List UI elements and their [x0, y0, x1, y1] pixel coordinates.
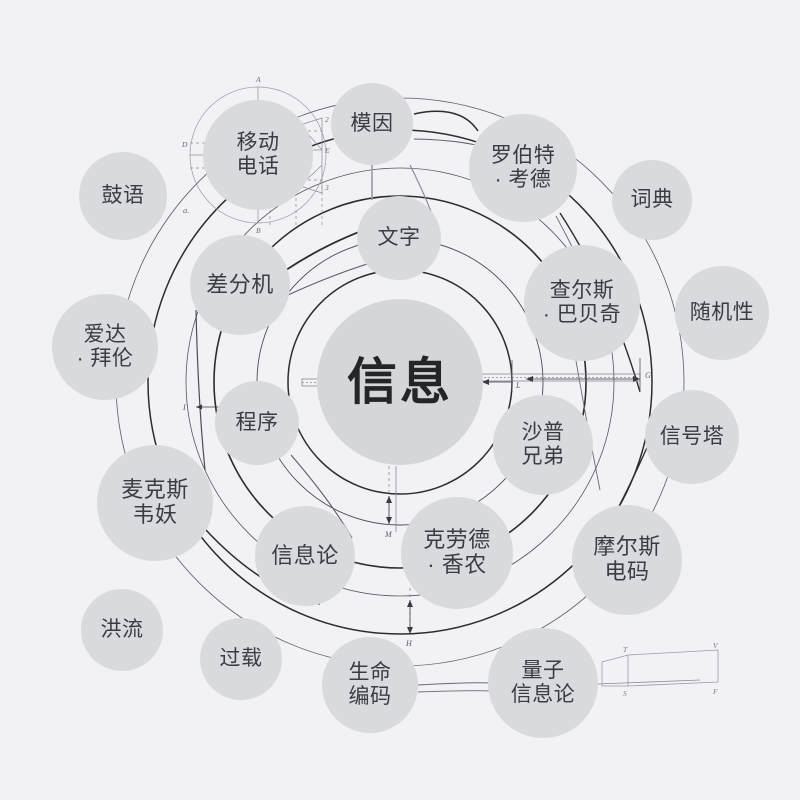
bubble-life-code[interactable]: 生命 编码	[322, 637, 418, 733]
bubble-sharp-brothers[interactable]: 沙普 兄弟	[493, 395, 593, 495]
bubble-signal-tower[interactable]: 信号塔	[645, 390, 739, 484]
dimension-label-I: I	[182, 403, 186, 412]
bubble-morse-code[interactable]: 摩尔斯 电码	[572, 505, 682, 615]
bubble-writing[interactable]: 文字	[357, 196, 441, 280]
dimension-label-M: M	[384, 530, 393, 539]
bubble-information-theory[interactable]: 信息论	[255, 506, 355, 606]
diagram-label-2: 2	[325, 115, 329, 124]
bubble-ada-byron[interactable]: 爱达 · 拜伦	[52, 294, 158, 400]
diagram-label-F: F	[712, 687, 718, 696]
diagram-label-S: S	[623, 689, 627, 698]
diagram-label-B: B	[256, 226, 261, 235]
dimension-label-H: H	[405, 639, 413, 648]
diagram-label-D: D	[181, 140, 188, 149]
bubble-torrent[interactable]: 洪流	[81, 589, 163, 671]
bubble-mobile-phone[interactable]: 移动 电话	[203, 100, 313, 210]
bubble-robert-caldwell[interactable]: 罗伯特 · 考德	[469, 114, 577, 222]
bubble-difference-engine[interactable]: 差分机	[190, 235, 290, 335]
bubble-program[interactable]: 程序	[215, 381, 299, 465]
corner-box-diagram: T V S F	[601, 641, 719, 698]
diagram-label-T: T	[623, 645, 628, 654]
bubble-dictionary[interactable]: 词典	[612, 160, 692, 240]
diagram-label-3: 3	[324, 183, 329, 192]
bubble-maxwells-demon[interactable]: 麦克斯 韦妖	[97, 445, 213, 561]
dimension-label-G: G	[645, 371, 651, 380]
diagram-label-A: A	[255, 75, 261, 84]
bubble-quantum-info-theory[interactable]: 量子 信息论	[488, 628, 598, 738]
diagram-label-a: a.	[183, 205, 189, 215]
center-bubble-information[interactable]: 信息	[317, 299, 483, 465]
diagram-label-V: V	[713, 641, 719, 650]
bubble-overload[interactable]: 过载	[200, 618, 282, 700]
diagram-label-E: E	[324, 146, 330, 155]
dimension-label-L: L	[515, 381, 521, 390]
bubble-drum-language[interactable]: 鼓语	[79, 152, 167, 240]
bubble-meme[interactable]: 模因	[331, 83, 413, 165]
bubble-claude-shannon[interactable]: 克劳德 · 香农	[401, 497, 513, 609]
bubble-charles-babbage[interactable]: 查尔斯 · 巴贝奇	[524, 245, 640, 361]
bubble-randomness[interactable]: 随机性	[675, 266, 769, 360]
